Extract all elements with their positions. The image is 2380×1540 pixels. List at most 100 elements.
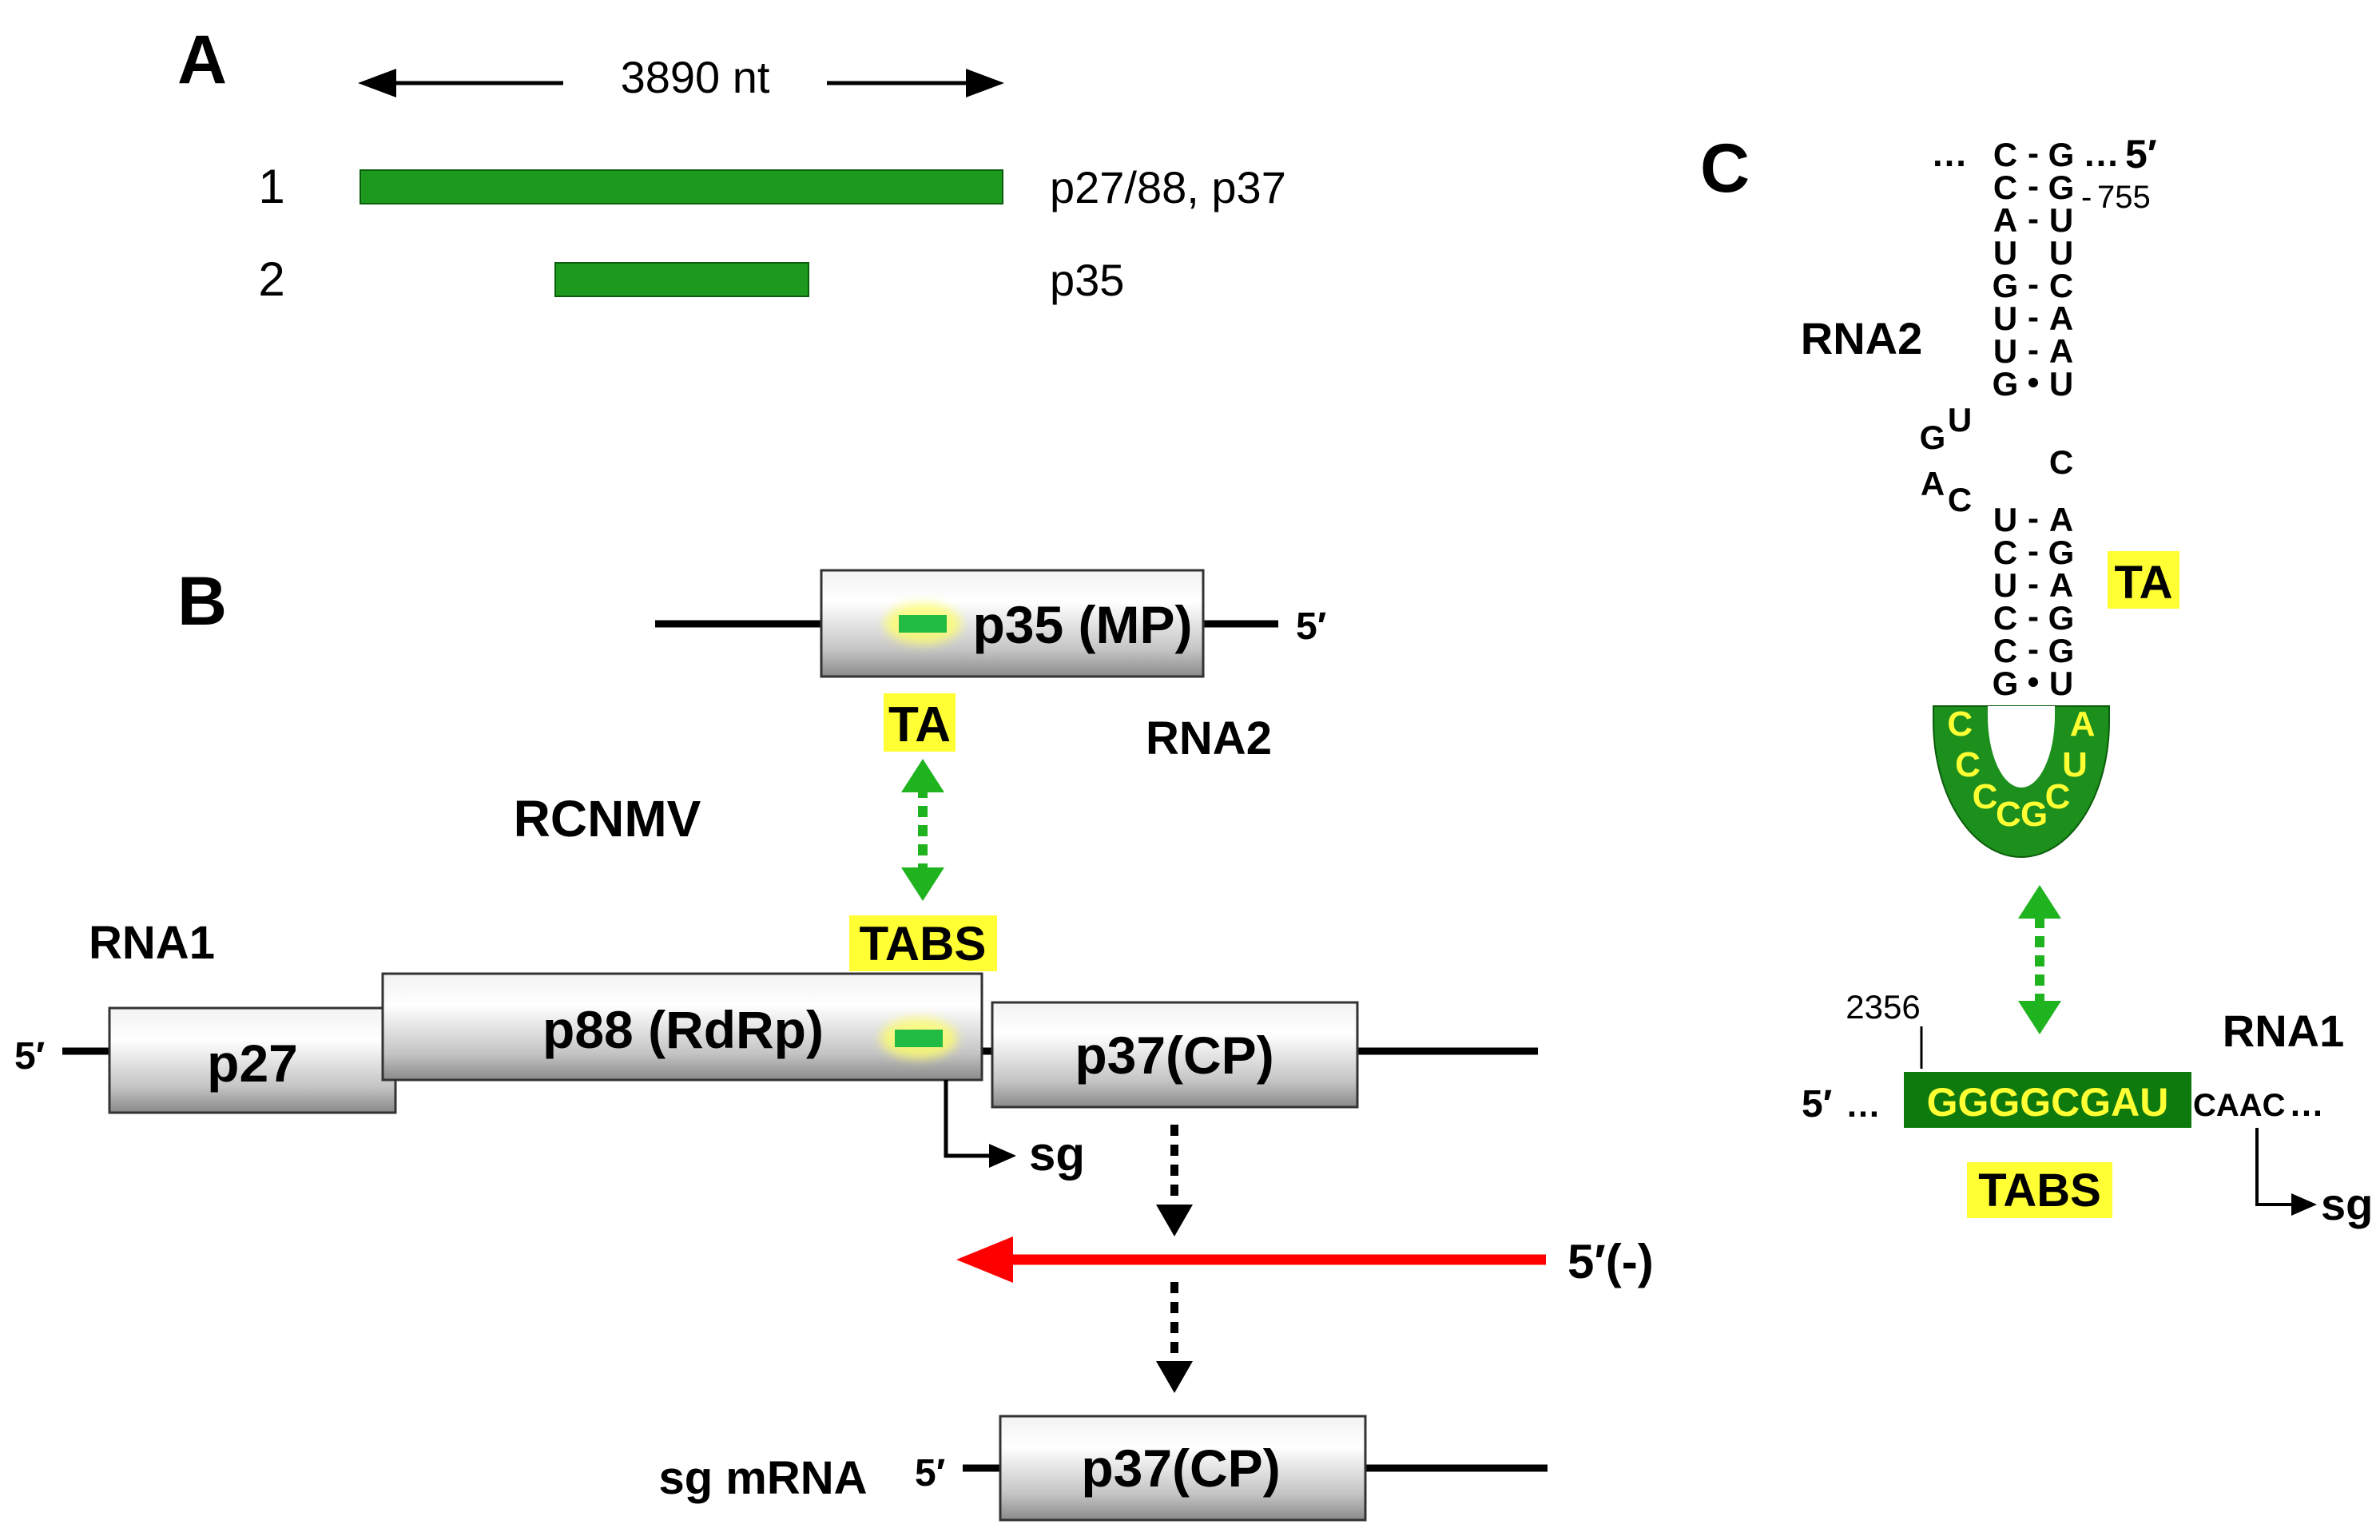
length-arrow-right-head bbox=[966, 69, 1004, 97]
panel-c-label: C bbox=[1700, 130, 1750, 207]
position-755: 755 bbox=[2097, 180, 2151, 215]
lower-stem-left-base: U bbox=[1993, 566, 2017, 604]
ta-label-b: TA bbox=[888, 697, 951, 752]
lower-stem-pair-mark: - bbox=[2028, 630, 2039, 668]
lower-stem-pair-mark: - bbox=[2028, 532, 2039, 570]
upper-stem-right-base: G bbox=[2048, 169, 2075, 206]
lower-stem-left-base: C bbox=[1993, 632, 2017, 669]
sg-promoter-arrow-c bbox=[2255, 1128, 2297, 1206]
top-right-ellipsis: … bbox=[2083, 133, 2120, 174]
rna1-proteins: p27/88, p37 bbox=[1050, 162, 1286, 212]
upper-stem-left-base: G bbox=[1993, 267, 2019, 304]
upper-stem-left-base: G bbox=[1993, 365, 2019, 403]
tabs-label-c: TABS bbox=[1978, 1165, 2101, 1217]
loop-base: C bbox=[1947, 705, 1973, 744]
bottom-right-ellipsis: … bbox=[2289, 1085, 2324, 1124]
lower-stem-left-base: C bbox=[1993, 599, 2017, 637]
tail-sequence: CAAC bbox=[2193, 1088, 2286, 1123]
lower-stem-left-base: U bbox=[1993, 501, 2017, 538]
lower-stem-right-base: A bbox=[2049, 566, 2073, 604]
upper-stem-pair-mark: - bbox=[2028, 167, 2039, 204]
dash-755: - bbox=[2081, 180, 2092, 215]
upper-stem-right-base: A bbox=[2049, 300, 2073, 337]
hairpin-loop-inner bbox=[1988, 706, 2055, 788]
sg-promoter-arrowhead-b bbox=[989, 1144, 1016, 1168]
rna2-proteins: p35 bbox=[1050, 255, 1124, 305]
lower-stem-right-base: G bbox=[2048, 632, 2075, 669]
interaction-arrowhead-down-b bbox=[901, 867, 944, 901]
bulge-left-base-4: C bbox=[1948, 481, 1972, 518]
upper-stem-pair-mark: - bbox=[2028, 265, 2039, 303]
upper-stem-pair-mark: • bbox=[2028, 363, 2040, 401]
minus-strand-arrowhead bbox=[956, 1236, 1013, 1283]
dotted-arrow-2-head bbox=[1156, 1361, 1193, 1393]
upper-stem-pair-mark: - bbox=[2028, 331, 2039, 368]
tabs-highlight-c bbox=[1967, 1162, 2112, 1218]
dotted-arrow-1-head bbox=[1156, 1205, 1193, 1236]
rna2-label-c: RNA2 bbox=[1801, 313, 1922, 363]
p27-gene-box bbox=[108, 1006, 397, 1114]
length-arrow-left-head bbox=[358, 69, 396, 97]
upper-stem-pair-mark: - bbox=[2028, 134, 2039, 172]
interaction-arrowhead-up-b bbox=[901, 759, 944, 792]
loop-base: A bbox=[2070, 705, 2096, 744]
upper-stem-left-base: C bbox=[1993, 136, 2017, 173]
rna2-five-prime: 5′ bbox=[1296, 605, 1326, 648]
bulge-right-base: C bbox=[2049, 443, 2073, 481]
tabs-sequence: GGGGCGAU bbox=[1927, 1080, 2169, 1125]
loop-base: U bbox=[2062, 745, 2088, 784]
sg-p37-gene-box bbox=[999, 1415, 1367, 1522]
bulge-left-base-2: G bbox=[1920, 419, 1946, 456]
upper-stem-right-base: A bbox=[2049, 332, 2073, 370]
lower-stem-pair-mark: - bbox=[2028, 565, 2039, 602]
lower-stem-right-base: G bbox=[2048, 599, 2075, 637]
loop-base: C bbox=[1996, 795, 2021, 834]
virus-name: RCNMV bbox=[514, 790, 701, 847]
p37-gene-box bbox=[991, 1001, 1359, 1109]
upper-stem-right-base: U bbox=[2049, 234, 2073, 272]
panel-b: B p35 (MP) 5′ RNA2 TA TABS RCNMV RNA1 5′… bbox=[14, 563, 1654, 1522]
loop-base: C bbox=[1955, 745, 1981, 784]
lower-stem-pair-mark: - bbox=[2028, 499, 2039, 537]
five-prime-top: 5′ bbox=[2125, 132, 2157, 177]
upper-stem-right-base: C bbox=[2049, 267, 2073, 304]
rna2-genome-bar bbox=[554, 262, 809, 297]
upper-stem-left-base: U bbox=[1993, 300, 2017, 337]
tabs-sequence-box bbox=[1904, 1072, 2191, 1128]
p27-gene-label: p27 bbox=[207, 1034, 298, 1093]
upper-stem-left-base: C bbox=[1993, 169, 2017, 206]
minus-strand-label: 5′(-) bbox=[1567, 1235, 1654, 1288]
length-label: 3890 nt bbox=[621, 52, 770, 102]
ta-marker bbox=[899, 615, 947, 633]
upper-stem-right-base: U bbox=[2049, 201, 2073, 239]
bulge-left-base-1: U bbox=[1948, 401, 1972, 439]
ta-label-c: TA bbox=[2114, 557, 2172, 609]
interaction-arrowhead-up-c bbox=[2018, 885, 2061, 919]
panel-a-label: A bbox=[177, 22, 227, 98]
loop-base: C bbox=[1973, 777, 1998, 816]
upper-stem-left-base: A bbox=[1993, 201, 2017, 239]
rna1-five-prime: 5′ bbox=[14, 1035, 45, 1078]
p88-gene-box bbox=[381, 972, 983, 1082]
top-left-ellipsis: … bbox=[1931, 133, 1968, 174]
p88-gene-label: p88 (RdRp) bbox=[542, 1000, 824, 1059]
upper-stem-pair-mark: - bbox=[2028, 298, 2039, 335]
p35-gene-label: p35 (MP) bbox=[972, 595, 1192, 654]
five-prime-bottom: 5′ bbox=[1802, 1083, 1832, 1125]
upper-stem-right-base: G bbox=[2048, 136, 2075, 173]
lower-stem-right-base: G bbox=[2048, 534, 2075, 571]
lower-stem-pair-mark: • bbox=[2028, 663, 2040, 701]
panel-a: A 3890 nt 1 p27/88, p37 2 p35 bbox=[177, 22, 1286, 306]
sg-promoter-arrow-b bbox=[944, 1080, 995, 1158]
rna1-row-number: 1 bbox=[258, 160, 284, 213]
lower-stem-left-base: C bbox=[1993, 534, 2017, 571]
upper-stem-left-base: U bbox=[1993, 234, 2017, 272]
panel-b-label: B bbox=[177, 563, 227, 640]
upper-stem-pair-mark: - bbox=[2028, 200, 2039, 237]
interaction-arrowhead-down-c bbox=[2018, 1001, 2061, 1034]
sg-label-b: sg bbox=[1029, 1127, 1085, 1181]
